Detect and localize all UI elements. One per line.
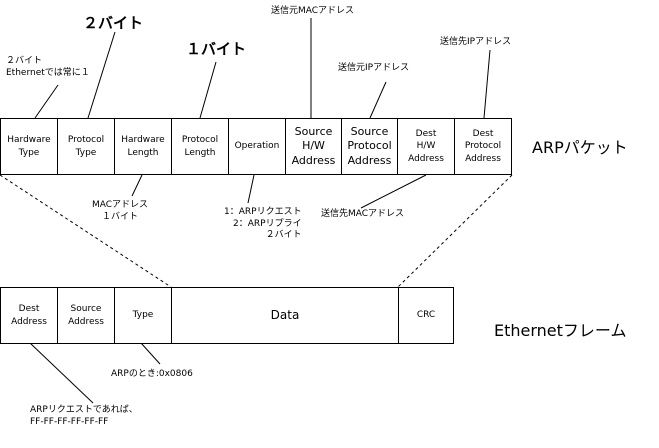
arp-field-dest-hw-address: Dest H/W Address [397, 118, 455, 175]
protocol-type-size: ２バイト [83, 14, 144, 32]
eth-field-data: Data [171, 287, 399, 344]
ethernet-frame-title: Ethernetフレーム [494, 321, 627, 340]
arp-type-label: ARPのとき:0x0806 [111, 369, 193, 379]
callout-hw-type [34, 84, 59, 119]
callout-src-ip [369, 81, 387, 119]
protocol-length-size: １バイト [186, 40, 247, 58]
arp-field-source-protocol-address: Source Protocol Address [341, 118, 398, 175]
arp-field-source-hw-address: Source H/W Address [285, 118, 342, 175]
callout-type [140, 342, 161, 365]
hw-type-note: ２バイト Ethernetでは常に１ [6, 56, 90, 78]
arp-field-hardware-type: Hardware Type [0, 118, 58, 175]
eth-field-crc: CRC [398, 287, 454, 344]
arp-field-dest-protocol-address: Dest Protocol Address [454, 118, 512, 175]
src-ip-label: 送信元IPアドレス [338, 63, 410, 73]
arp-field-operation: Operation [228, 118, 286, 175]
eth-field-dest-address: Dest Address [0, 287, 58, 344]
dashed-right [397, 174, 513, 288]
mac-length-label: MACアドレス １バイト [92, 200, 149, 222]
callout-operation [247, 174, 255, 204]
dst-ip-label: 送信先IPアドレス [440, 37, 512, 47]
eth-field-source-address: Source Address [57, 287, 115, 344]
dashed-left [0, 174, 172, 288]
arp-field-protocol-type: Protocol Type [57, 118, 115, 175]
callout-dst-mac [360, 174, 427, 209]
broadcast-label: ARPリクエストであれば、 FF-FF-FF-FF-FF-FF [30, 405, 138, 427]
arp-packet-title: ARPパケット [532, 138, 628, 157]
arp-field-hardware-length: Hardware Length [114, 118, 172, 175]
eth-field-type: Type [114, 287, 172, 344]
arp-field-protocol-length: Protocol Length [171, 118, 229, 175]
callout-protocol-type [87, 31, 116, 119]
operation-label: 1：ARPリクエスト 2：ARPリプライ ２バイト [224, 207, 302, 241]
callout-dest-addr [29, 342, 94, 404]
src-mac-label: 送信元MACアドレス [271, 6, 355, 16]
callout-protocol-length [199, 61, 217, 119]
callout-hw-length [131, 174, 143, 197]
callout-dst-ip [483, 49, 491, 119]
dst-mac-label: 送信先MACアドレス [321, 209, 405, 219]
